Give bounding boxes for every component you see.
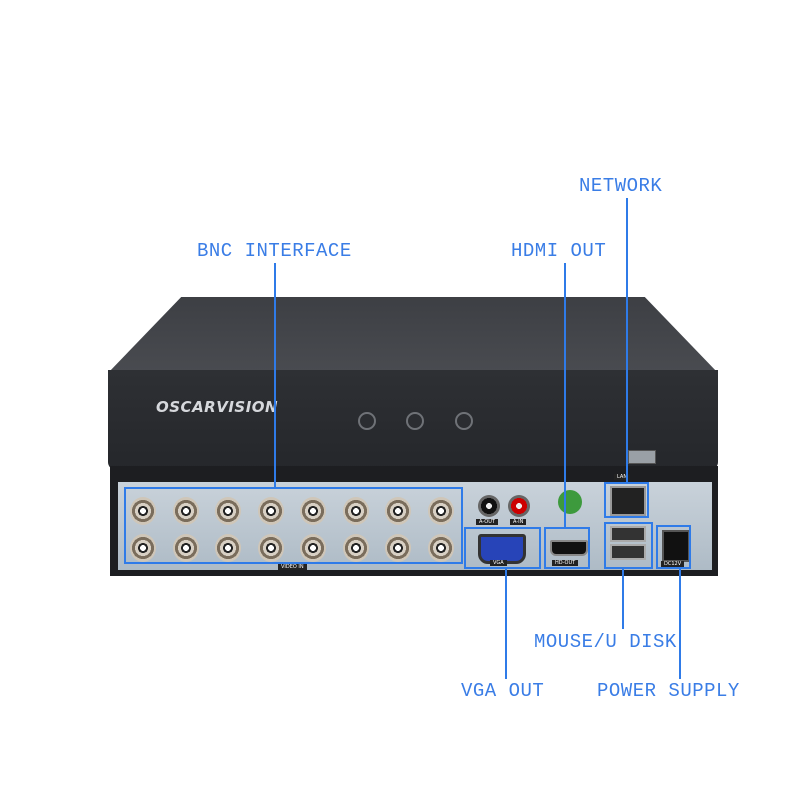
bnc-connector	[172, 497, 199, 525]
power-button-icon	[455, 412, 473, 430]
bnc-connector	[342, 497, 369, 525]
bnc-connector	[257, 534, 284, 562]
usb-port-2	[610, 544, 646, 560]
highlight-usb	[604, 522, 653, 569]
audio-in-label: A-IN	[510, 519, 527, 525]
highlight-vga	[464, 527, 541, 569]
audio-out-label: A-OUT	[476, 519, 498, 525]
highlight-network	[604, 482, 649, 518]
bnc-connector	[300, 497, 326, 525]
usb-port-1	[610, 526, 646, 542]
highlight-power	[656, 525, 691, 569]
bnc-connector	[130, 534, 156, 562]
callout-bnc-interface: BNC INTERFACE	[197, 240, 352, 262]
dvr-lid	[108, 297, 718, 377]
audio-in-port	[508, 495, 530, 517]
bnc-connector	[385, 497, 411, 525]
callout-line-power	[679, 569, 681, 679]
bnc-connector	[172, 534, 199, 562]
bnc-connector	[130, 497, 156, 525]
callout-hdmi-out: HDMI OUT	[511, 240, 607, 262]
callout-line-vga	[505, 569, 507, 679]
bnc-connector	[257, 497, 284, 525]
ground-terminal	[558, 490, 582, 514]
bnc-connector	[215, 534, 241, 562]
bnc-connector	[300, 534, 326, 562]
stop-button-icon	[406, 412, 424, 430]
hdmi-port	[550, 540, 588, 556]
front-usb-port	[628, 450, 656, 464]
dc12v-label: DC12V	[661, 561, 685, 567]
callout-network: NETWORK	[579, 175, 663, 197]
bnc-connector	[427, 497, 454, 525]
highlight-hdmi	[544, 527, 590, 569]
bnc-connector	[385, 534, 411, 562]
hd-out-label: HD-OUT	[552, 560, 579, 566]
bnc-connector	[342, 534, 369, 562]
callout-mouse-u-disk: MOUSE/U DISK	[534, 631, 677, 653]
brand-logo: OSCARVISION	[156, 398, 279, 416]
lan-port	[610, 486, 646, 516]
video-in-label: VIDEO IN	[278, 564, 307, 570]
lan-label: LAN	[614, 474, 631, 480]
callout-line-hdmi	[564, 263, 566, 528]
callout-power-supply: POWER SUPPLY	[597, 680, 740, 702]
bnc-connector	[427, 534, 454, 562]
audio-out-port	[478, 495, 500, 517]
highlight-bnc	[124, 487, 463, 564]
record-button-icon	[358, 412, 376, 430]
callout-line-network	[626, 198, 628, 483]
callout-line-usb	[622, 569, 624, 629]
callout-line-bnc	[274, 263, 276, 487]
bnc-connector	[215, 497, 241, 525]
callout-vga-out: VGA OUT	[461, 680, 545, 702]
vga-label: VGA	[490, 560, 507, 566]
